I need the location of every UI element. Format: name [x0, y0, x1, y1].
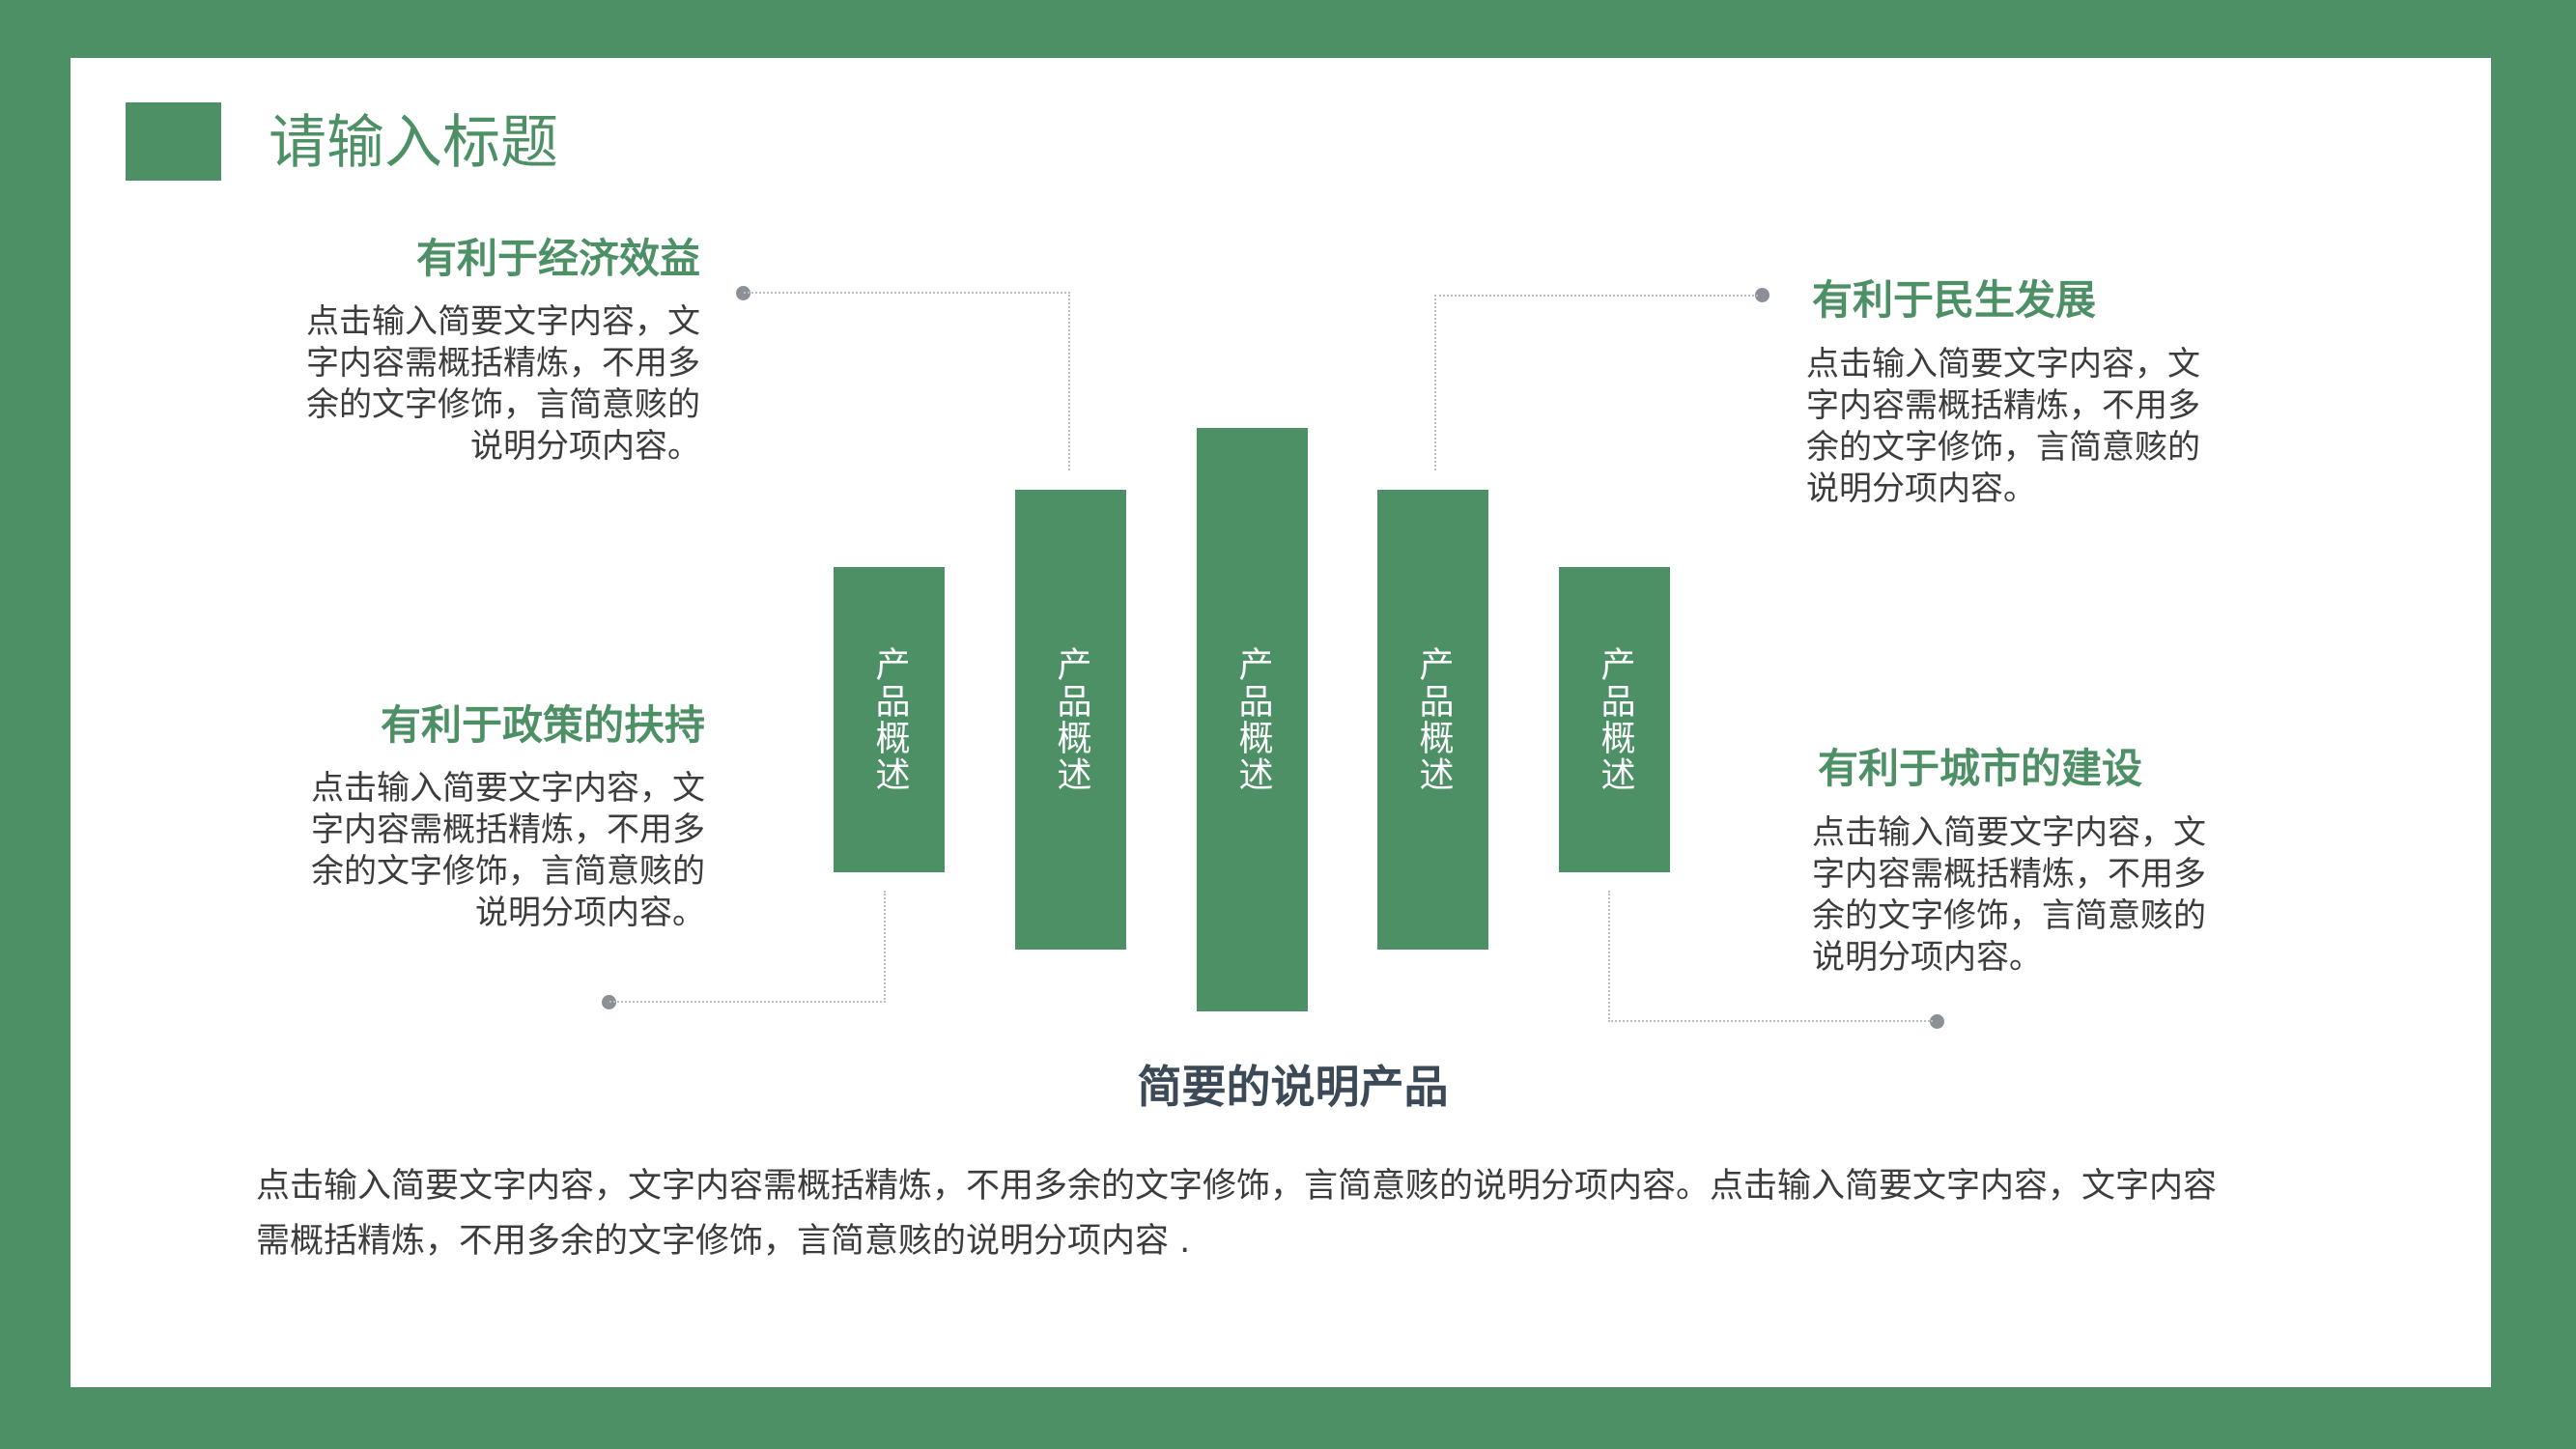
desc-policy-support: 点击输入简要文字内容，文字内容需概括精炼，不用多余的文字修饰，言简意赅的说明分项… — [311, 769, 705, 932]
product-bar-2-label: 产品概述 — [1051, 646, 1091, 793]
product-bar-5-label: 产品概述 — [1595, 646, 1635, 793]
connector-dot-bottom-left — [602, 995, 616, 1009]
heading-city-construction: 有利于城市的建设 — [1818, 745, 2143, 792]
connector-dot-bottom-right — [1930, 1014, 1944, 1029]
connector-line-top-right — [1434, 295, 1758, 470]
heading-policy-support: 有利于政策的扶持 — [380, 701, 705, 749]
heading-economic-benefit: 有利于经济效益 — [415, 235, 700, 282]
connector-line-bottom-left — [609, 891, 886, 1003]
heading-livelihood: 有利于民生发展 — [1812, 276, 2097, 324]
connector-line-top-left — [744, 292, 1070, 470]
desc-livelihood: 点击输入简要文字内容，文字内容需概括精炼，不用多余的文字修饰，言简意赅的说明分项… — [1806, 345, 2200, 508]
product-bar-4-label: 产品概述 — [1413, 646, 1454, 793]
product-bar-1: 产品概述 — [834, 567, 945, 872]
connector-line-bottom-right — [1608, 891, 1933, 1022]
product-bar-5: 产品概述 — [1559, 567, 1670, 872]
title-accent-square — [126, 102, 221, 181]
product-bar-4: 产品概述 — [1377, 490, 1488, 950]
product-bar-3: 产品概述 — [1197, 428, 1308, 1011]
page-title: 请输入标题 — [269, 109, 558, 177]
product-bar-2: 产品概述 — [1015, 490, 1126, 950]
desc-city-construction: 点击输入简要文字内容，文字内容需概括精炼，不用多余的文字修饰，言简意赅的说明分项… — [1812, 813, 2206, 977]
product-bar-3-label: 产品概述 — [1232, 646, 1273, 793]
summary-text: 点击输入简要文字内容，文字内容需概括精炼，不用多余的文字修饰，言简意赅的说明分项… — [256, 1167, 2218, 1261]
product-bar-1-label: 产品概述 — [869, 646, 910, 793]
desc-economic-benefit: 点击输入简要文字内容，文字内容需概括精炼，不用多余的文字修饰，言简意赅的说明分项… — [306, 302, 700, 466]
connector-dot-top-left — [736, 286, 750, 300]
connector-dot-top-right — [1755, 288, 1769, 302]
summary-title: 简要的说明产品 — [1137, 1061, 1449, 1113]
